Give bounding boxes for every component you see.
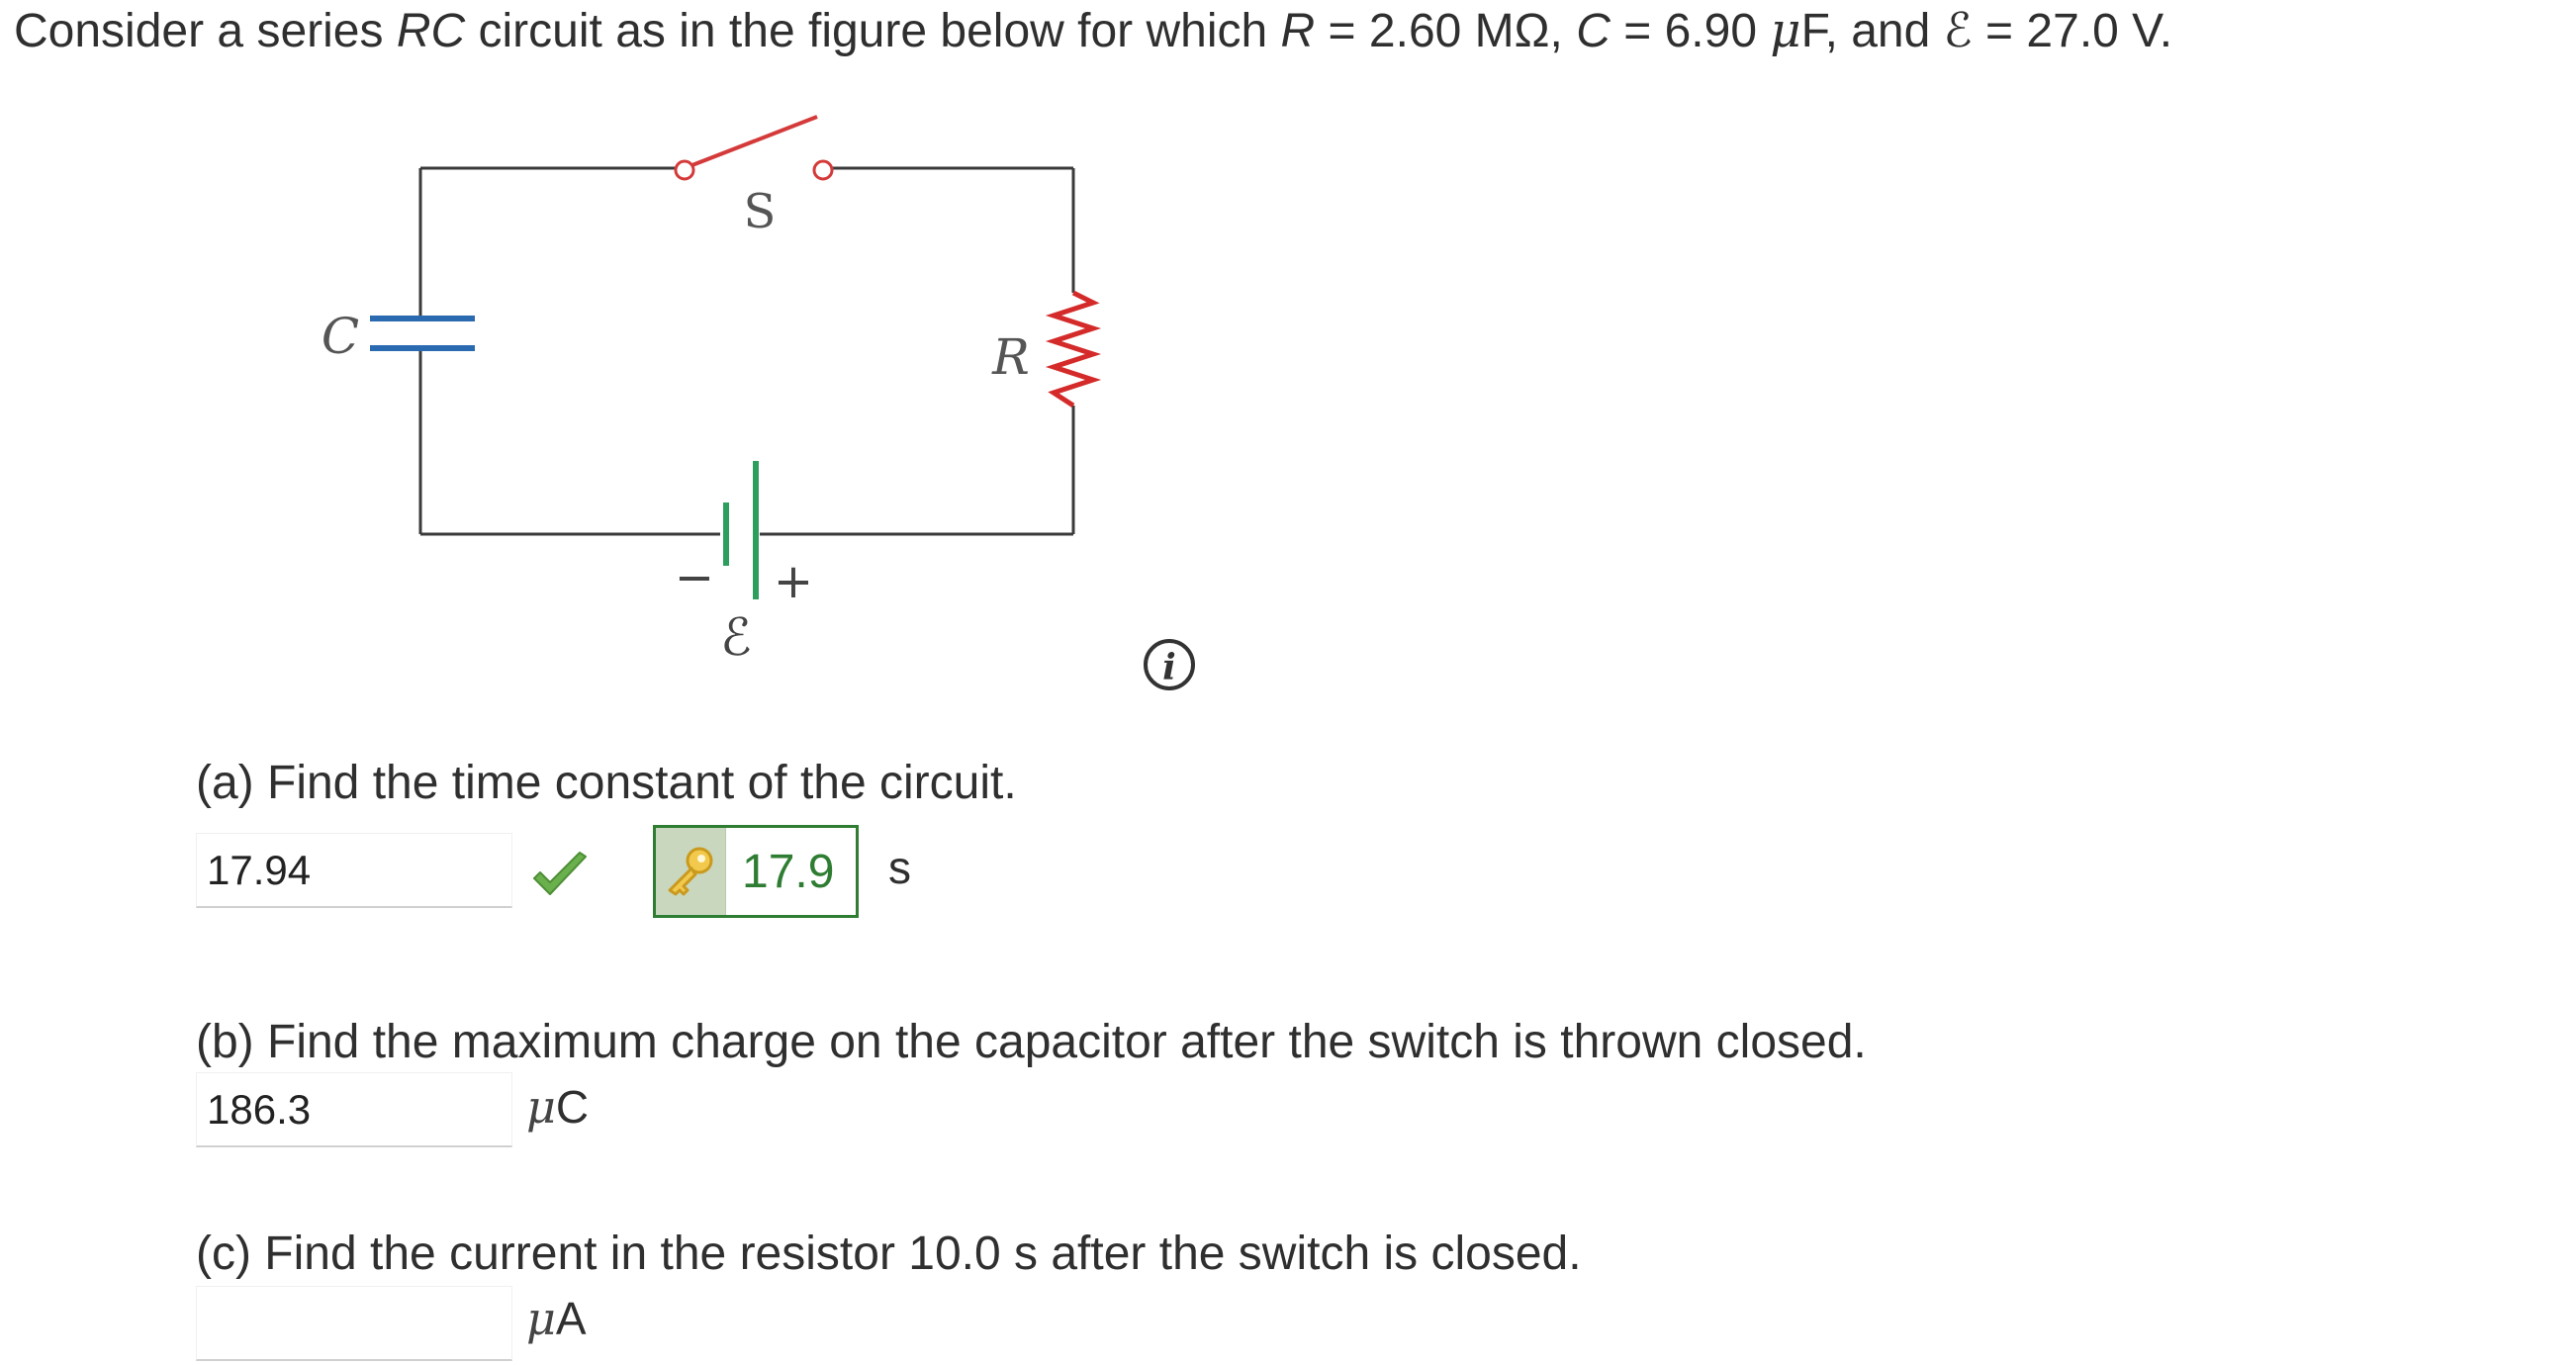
question-b: (b) Find the maximum charge on the capac… xyxy=(196,1016,1867,1068)
unit-b-text: C xyxy=(555,1081,590,1133)
key-answer-value: 17.9 xyxy=(742,845,835,898)
prompt-emf-symbol: ℰ xyxy=(1943,3,1973,58)
switch-contact xyxy=(812,159,834,181)
info-icon-glyph: i xyxy=(1162,647,1176,688)
prompt-mu: μ xyxy=(1770,3,1801,58)
resistor xyxy=(1045,290,1102,409)
battery-minus-label: − xyxy=(675,550,714,605)
unit-c: μA xyxy=(526,1292,587,1345)
switch-label: S xyxy=(744,184,777,239)
prompt-rc: RC xyxy=(396,5,466,57)
prompt-r-value: = 2.60 MΩ, xyxy=(1315,5,1577,57)
prompt-text-b: circuit as in the figure below for which xyxy=(465,5,1281,57)
answer-input-b[interactable] xyxy=(196,1072,512,1147)
question-a: (a) Find the time constant of the circui… xyxy=(196,757,1017,809)
capacitor xyxy=(370,316,475,351)
question-c: (c) Find the current in the resistor 10.… xyxy=(196,1228,1582,1280)
unit-b-mu: μ xyxy=(526,1080,556,1134)
unit-a: s xyxy=(888,842,911,893)
prompt-c-value: = 6.90 xyxy=(1610,5,1771,57)
unit-b: μC xyxy=(526,1080,589,1134)
prompt-c-unit: F, and xyxy=(1800,5,1944,57)
resistor-label: R xyxy=(991,328,1030,386)
answer-input-c[interactable] xyxy=(196,1286,512,1361)
battery xyxy=(720,461,760,599)
info-icon[interactable]: i xyxy=(1144,639,1195,690)
answer-key-box[interactable]: 17.9 xyxy=(653,825,859,918)
circuit-wires xyxy=(418,166,1075,536)
info-icon-circle xyxy=(1144,639,1195,690)
key-icon xyxy=(656,828,726,915)
emf-label: ℰ xyxy=(720,608,751,668)
prompt-r-symbol: R xyxy=(1280,5,1316,57)
switch-blade xyxy=(684,115,818,170)
problem-statement: Consider a series RC circuit as in the f… xyxy=(14,0,2172,62)
prompt-c-symbol: C xyxy=(1576,5,1610,57)
capacitor-gap xyxy=(414,318,427,348)
check-icon xyxy=(533,852,587,895)
answer-input-a[interactable] xyxy=(196,833,512,908)
capacitor-label: C xyxy=(322,308,359,365)
battery-plus-label: + xyxy=(774,554,813,609)
unit-c-mu: μ xyxy=(526,1292,556,1345)
circuit-diagram: S C R − + ℰ i xyxy=(322,115,1195,690)
switch-pivot xyxy=(674,159,695,181)
prompt-emf-value: = 27.0 V. xyxy=(1972,5,2173,57)
prompt-text-a: Consider a series xyxy=(14,5,397,57)
switch-s xyxy=(674,115,834,181)
unit-c-text: A xyxy=(555,1293,587,1344)
